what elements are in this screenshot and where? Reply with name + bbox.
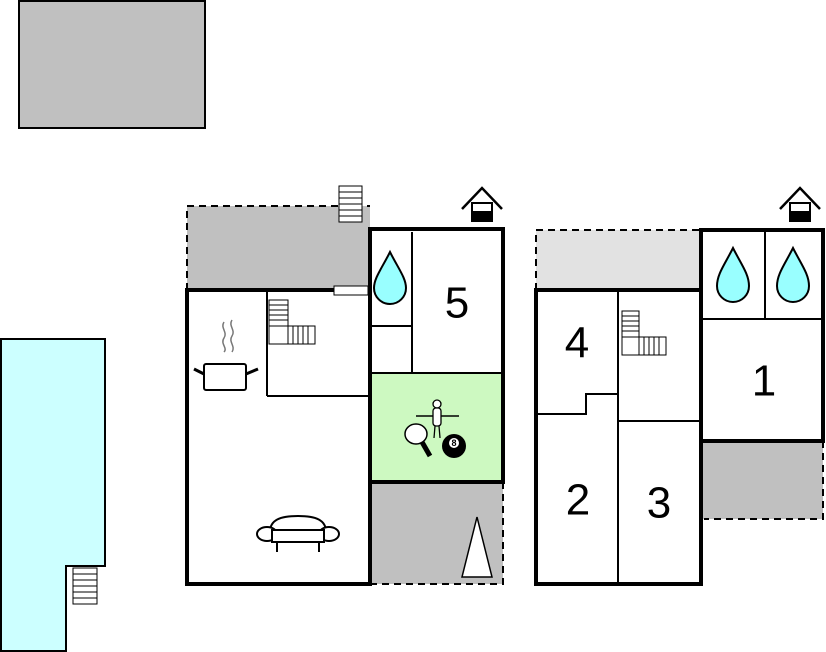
pool-stairs-icon (72, 567, 98, 605)
terrace-top (187, 206, 370, 290)
stairs-icon (268, 299, 316, 345)
camping-tent-icon (461, 516, 493, 578)
room-number-2: 2 (566, 476, 590, 525)
room-number-5: 5 (445, 279, 469, 328)
kitchen-pot-icon (193, 319, 259, 391)
sofa-icon (256, 514, 340, 552)
svg-text:8: 8 (451, 438, 456, 448)
shower-drop-icon (715, 245, 751, 303)
shower-drop-icon (372, 249, 408, 305)
house-entrance-icon (779, 186, 821, 222)
terrace-light (536, 230, 699, 290)
swimming-pool (0, 338, 106, 652)
terrace-right (701, 441, 823, 519)
stairs-icon (621, 310, 667, 356)
foosball-icon (416, 399, 459, 439)
room-number-4: 4 (565, 319, 589, 368)
game-room (370, 373, 503, 482)
house-entrance-icon (461, 186, 503, 222)
room-number-3: 3 (647, 479, 671, 528)
stairs-icon (338, 185, 363, 223)
billiard-ball-icon: 8 (442, 434, 466, 458)
table-tennis-icon (404, 423, 433, 458)
shower-drop-icon (775, 245, 811, 303)
room-number-1: 1 (752, 357, 776, 406)
garage-block (18, 0, 206, 129)
window-mark (333, 285, 369, 296)
